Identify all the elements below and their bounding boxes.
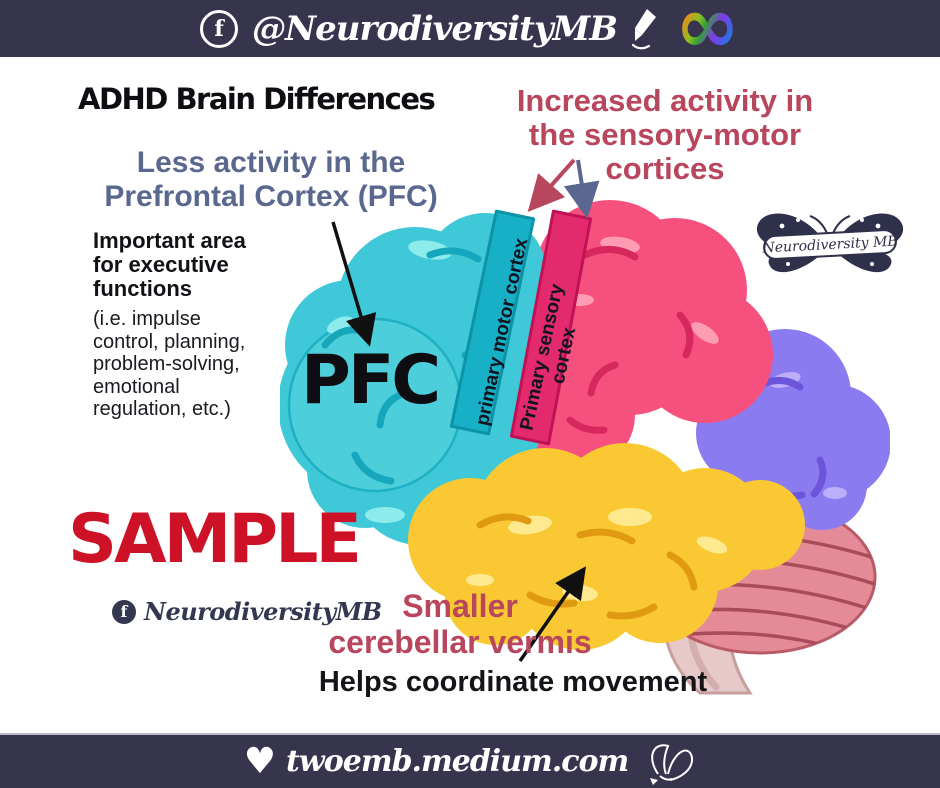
logo-text: Neurodiversity MB — [761, 233, 898, 256]
header-handle: @NeurodiversityMB — [252, 8, 618, 49]
exec-detail-line-2: control, planning, — [93, 330, 246, 353]
sample-watermark: SAMPLE — [68, 500, 362, 579]
logo-band: Neurodiversity MB — [761, 229, 898, 260]
less-line-2: Prefrontal Cortex (PFC) — [104, 180, 438, 213]
cerebellar-vermis-heading: Smaller cerebellar vermis — [288, 588, 632, 660]
exec-detail-line-4: emotional — [93, 375, 180, 398]
less-line-1: Less activity in the — [136, 146, 406, 179]
increased-line-1: Increased activity in — [516, 83, 814, 118]
exec-bold-line-1: Important area — [93, 228, 246, 253]
header-bar: f @NeurodiversityMB ∞ — [0, 0, 940, 71]
increased-activity-heading: Increased activity in the sensory-motor … — [485, 84, 845, 186]
coordinate-movement-note: Helps coordinate movement — [318, 666, 708, 698]
heart-icon: ♥ — [243, 740, 277, 782]
footer-bar: ♥ twoemb.medium.com — [0, 733, 940, 788]
rainbow-infinity-icon: ∞ — [674, 0, 740, 71]
pfc-label: PFC — [301, 341, 441, 420]
facebook-letter: f — [214, 15, 224, 42]
exec-bold-line-3: functions — [93, 276, 192, 301]
exec-bold-line-2: for executive — [93, 252, 229, 277]
increased-line-3: cortices — [605, 151, 725, 186]
executive-functions-note: Important area for executive functions — [93, 229, 246, 301]
facebook-icon: f — [200, 9, 239, 48]
facebook-letter-small: f — [120, 601, 128, 621]
exec-detail-line-1: (i.e. impulse — [93, 308, 201, 330]
facebook-handle: NeurodiversityMB — [144, 597, 382, 626]
facebook-handle-row: f NeurodiversityMB — [112, 597, 382, 626]
facebook-icon-small: f — [112, 599, 136, 624]
exec-detail-line-3: problem-solving, — [93, 353, 240, 375]
less-activity-heading: Less activity in the Prefrontal Cortex (… — [75, 146, 467, 214]
exec-detail-line-5: regulation, etc.) — [93, 398, 231, 420]
increased-line-2: the sensory-motor — [528, 117, 802, 152]
vermis-line-1: Smaller — [402, 588, 518, 624]
butterfly-doodle-icon — [650, 743, 694, 785]
vermis-line-2: cerebellar vermis — [328, 624, 592, 660]
footer-site: twoemb.medium.com — [286, 744, 629, 779]
page-title: ADHD Brain Differences — [78, 82, 436, 116]
pen-icon — [631, 8, 656, 49]
neurodiversity-logo: Neurodiversity MB — [756, 213, 904, 273]
executive-examples-note: (i.e. impulse control, planning, problem… — [93, 308, 245, 421]
